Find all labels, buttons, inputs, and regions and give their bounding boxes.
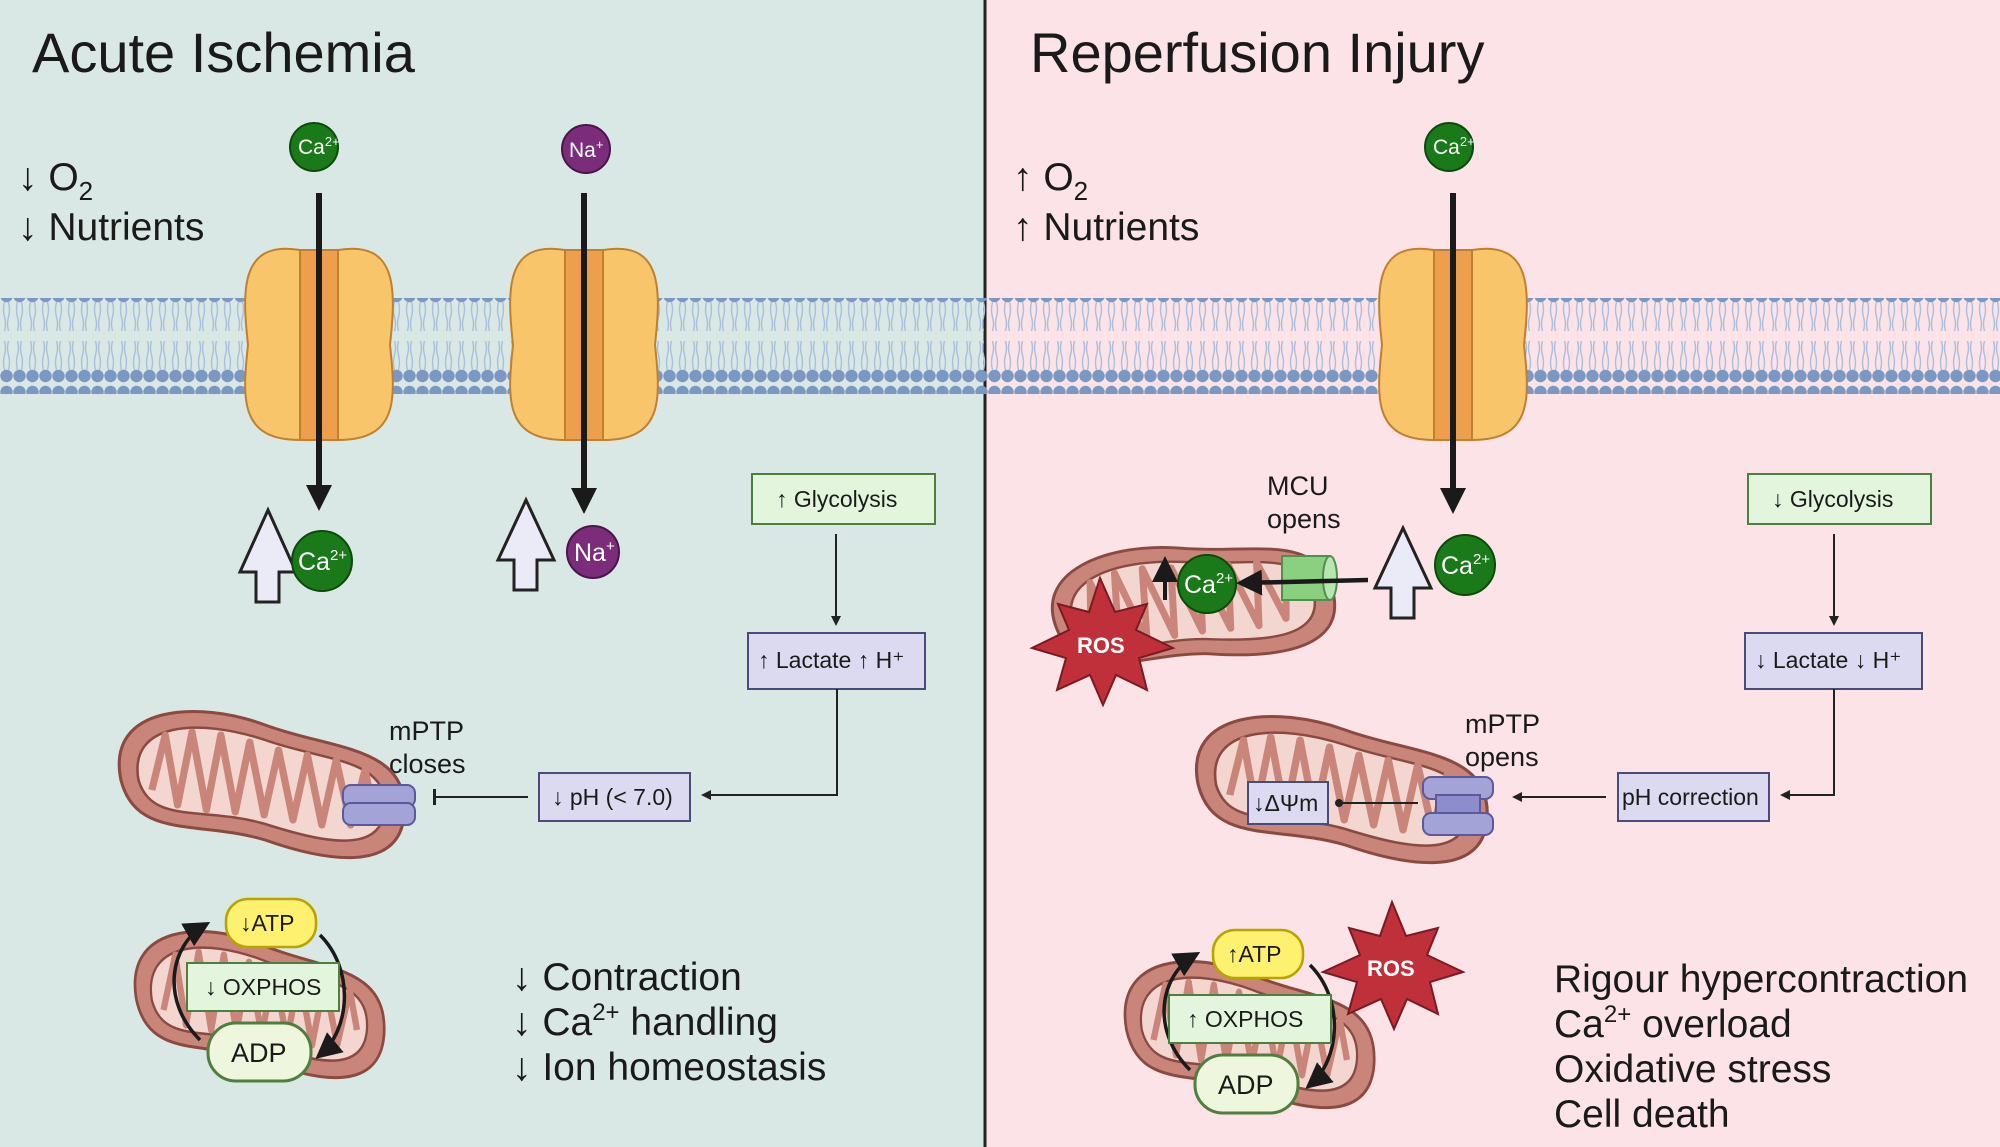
svg-text:Ca2+: Ca2+ bbox=[1441, 551, 1490, 580]
right-o2-condition: ↑ O2 bbox=[1013, 156, 1088, 206]
adp-label-left: ADP bbox=[231, 1038, 287, 1068]
dpsi-label: ↓ΔΨm bbox=[1253, 790, 1318, 816]
mcu-uptake-arrow bbox=[1236, 569, 1369, 596]
lactate-label-right: ↓ Lactate ↓ H⁺ bbox=[1755, 647, 1901, 673]
oxphos-box-left bbox=[186, 962, 340, 1012]
ph-label-right: pH correction bbox=[1622, 784, 1759, 810]
svg-text:Ca2+: Ca2+ bbox=[298, 134, 340, 159]
oxphos-label-left: ↓ OXPHOS bbox=[205, 974, 321, 1000]
oxphos-label-right: ↑ OXPHOS bbox=[1187, 1006, 1303, 1032]
ca-ion-top-right: Ca2+ bbox=[1424, 122, 1475, 172]
glycolysis-box-left bbox=[751, 473, 936, 525]
left-o2-condition: ↓ O2 bbox=[18, 156, 93, 206]
na-ion-bottom: Na+ bbox=[566, 525, 620, 579]
atp-cycle-arrow-right-b bbox=[1305, 963, 1337, 1089]
increase-arrow-na bbox=[495, 496, 557, 592]
mptp-closed-pore bbox=[342, 784, 416, 826]
ca-ion-top-left: Ca2+ bbox=[289, 122, 340, 172]
atp-pill-left bbox=[224, 897, 318, 949]
ph-label-left: ↓ pH (< 7.0) bbox=[552, 784, 673, 810]
left-title: Acute Ischemia bbox=[32, 21, 416, 84]
outcome-cell-death: Cell death bbox=[1554, 1093, 1730, 1136]
outcome-contraction-left: ↓ Contraction bbox=[512, 956, 742, 999]
ros-burst-upper: ROS bbox=[1029, 575, 1176, 708]
outcome-ca-overload: Ca2+ overload bbox=[1554, 1001, 1792, 1046]
dpsi-box bbox=[1247, 781, 1329, 825]
atp-cycle-arrow-left-b bbox=[315, 933, 347, 1059]
lactate-box-right bbox=[1744, 632, 1923, 690]
left-nutrients-condition: ↓ Nutrients bbox=[18, 206, 204, 249]
mptp-open-pore bbox=[1422, 776, 1494, 836]
glycolysis-label-left: ↑ Glycolysis bbox=[776, 486, 897, 512]
svg-text:ROS: ROS bbox=[1077, 633, 1125, 658]
na-ion-top: Na+ bbox=[561, 124, 611, 174]
atp-label-right: ↑ATP bbox=[1227, 941, 1282, 967]
outcome-ion-homeostasis-left: ↓ Ion homeostasis bbox=[512, 1046, 826, 1089]
ros-burst-lower: ROS bbox=[1320, 899, 1466, 1032]
svg-text:Ca2+: Ca2+ bbox=[1184, 570, 1233, 599]
right-title: Reperfusion Injury bbox=[1030, 21, 1484, 84]
oxphos-box-right bbox=[1168, 994, 1332, 1044]
svg-text:ROS: ROS bbox=[1367, 956, 1415, 981]
svg-text:Ca2+: Ca2+ bbox=[1433, 134, 1475, 159]
ca-ion-bottom-right: Ca2+ bbox=[1434, 534, 1496, 596]
ca-ion-bottom-left: Ca2+ bbox=[291, 530, 353, 592]
lactate-box-left bbox=[747, 632, 926, 690]
mcu-channel bbox=[1281, 555, 1338, 601]
ca-ion-mito-right: Ca2+ bbox=[1177, 554, 1237, 614]
increase-arrow-ca-left bbox=[237, 506, 299, 604]
ph-box-right bbox=[1617, 772, 1770, 822]
svg-text:Ca2+: Ca2+ bbox=[298, 547, 347, 576]
adp-pill-right bbox=[1193, 1053, 1300, 1115]
atp-cycle-arrow-left-a bbox=[172, 922, 211, 1042]
increase-arrow-ca-right bbox=[1372, 524, 1434, 620]
glycolysis-label-right: ↓ Glycolysis bbox=[1772, 486, 1893, 512]
svg-text:Na+: Na+ bbox=[569, 137, 603, 162]
right-nutrients-condition: ↑ Nutrients bbox=[1013, 206, 1199, 249]
mptp-to-dpsi-dot bbox=[1335, 799, 1343, 807]
outcome-ca-handling-left: ↓ Ca2+ handling bbox=[512, 999, 778, 1044]
lactate-label-left: ↑ Lactate ↑ H⁺ bbox=[758, 647, 904, 673]
outcome-rigour-hypercontraction: Rigour hypercontraction bbox=[1554, 958, 1968, 1001]
glycolysis-box-right bbox=[1747, 473, 1932, 525]
adp-label-right: ADP bbox=[1218, 1070, 1274, 1100]
svg-text:Na+: Na+ bbox=[574, 538, 615, 567]
ph-box-left bbox=[538, 772, 691, 822]
atp-cycle-arrow-right-a bbox=[1162, 952, 1201, 1072]
atp-label-left: ↓ATP bbox=[240, 910, 295, 936]
outcome-oxidative-stress: Oxidative stress bbox=[1554, 1048, 1831, 1091]
atp-pill-right bbox=[1211, 928, 1305, 980]
adp-pill-left bbox=[206, 1021, 313, 1083]
lactate-to-ph-arrow-right bbox=[1780, 689, 1835, 800]
lactate-to-ph-arrow-left bbox=[701, 689, 838, 800]
